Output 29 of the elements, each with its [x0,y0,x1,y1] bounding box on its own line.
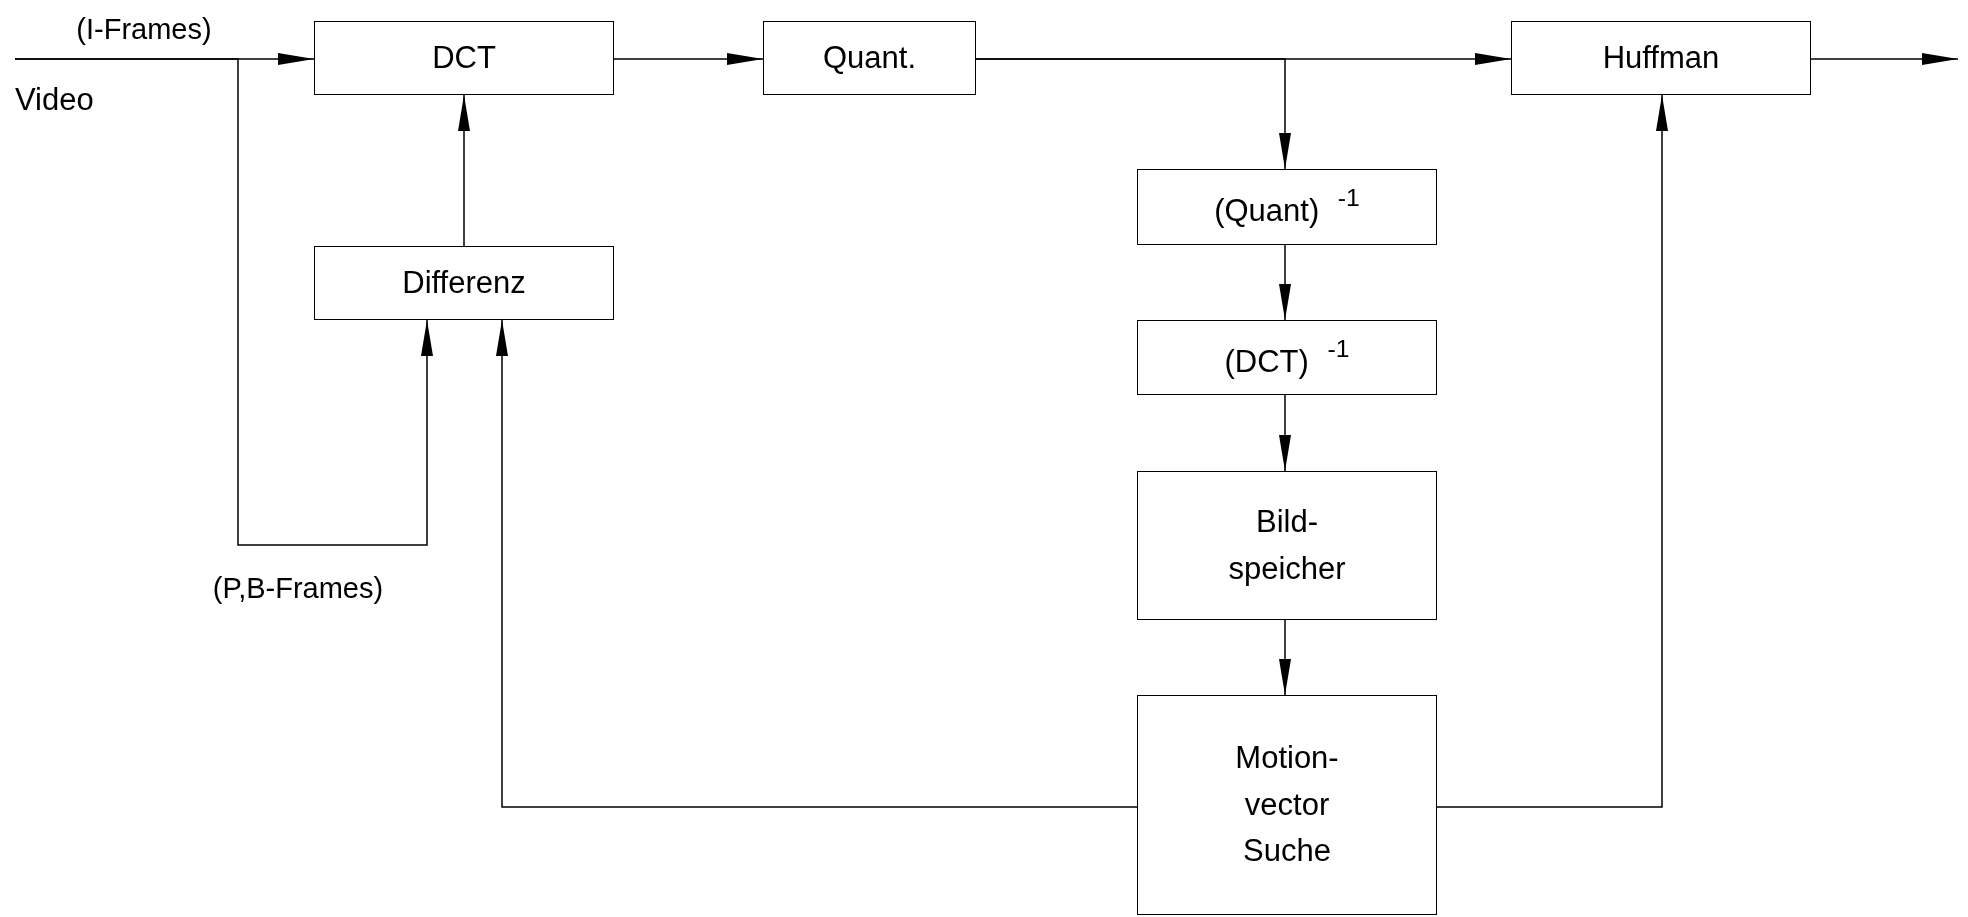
block-label: (DCT) $^{-1}$ [1224,333,1350,381]
process-box [1511,21,1811,95]
process-box [763,21,976,95]
block-label: DCT [432,38,496,77]
arrow [1810,53,1959,65]
edge-label: (I-Frames) [76,14,212,46]
arrow [1279,244,1291,321]
process-box [1137,695,1437,915]
block-label: Quant. [822,38,917,77]
arrow [975,58,1291,170]
arrow [1279,619,1291,696]
block-label: Huffman [1602,38,1720,77]
arrow [458,94,470,247]
arrow [14,58,433,546]
arrow [496,319,1138,808]
edge-label: (P,B-Frames) [212,573,384,605]
process-box [314,246,614,320]
input-label: Video [15,82,94,118]
block-label: (Quant) $^{-1}$ [1214,183,1360,231]
arrow [1436,94,1668,808]
arrow [613,53,764,65]
process-box [1137,471,1437,620]
block-label: Motion- vector Suche [1234,739,1340,871]
block-label: Differenz [402,263,526,302]
process-box [314,21,614,95]
process-box [1137,320,1437,395]
process-box [1137,169,1437,245]
arrow [1279,394,1291,472]
block-label: Bild- speicher [1227,503,1347,588]
